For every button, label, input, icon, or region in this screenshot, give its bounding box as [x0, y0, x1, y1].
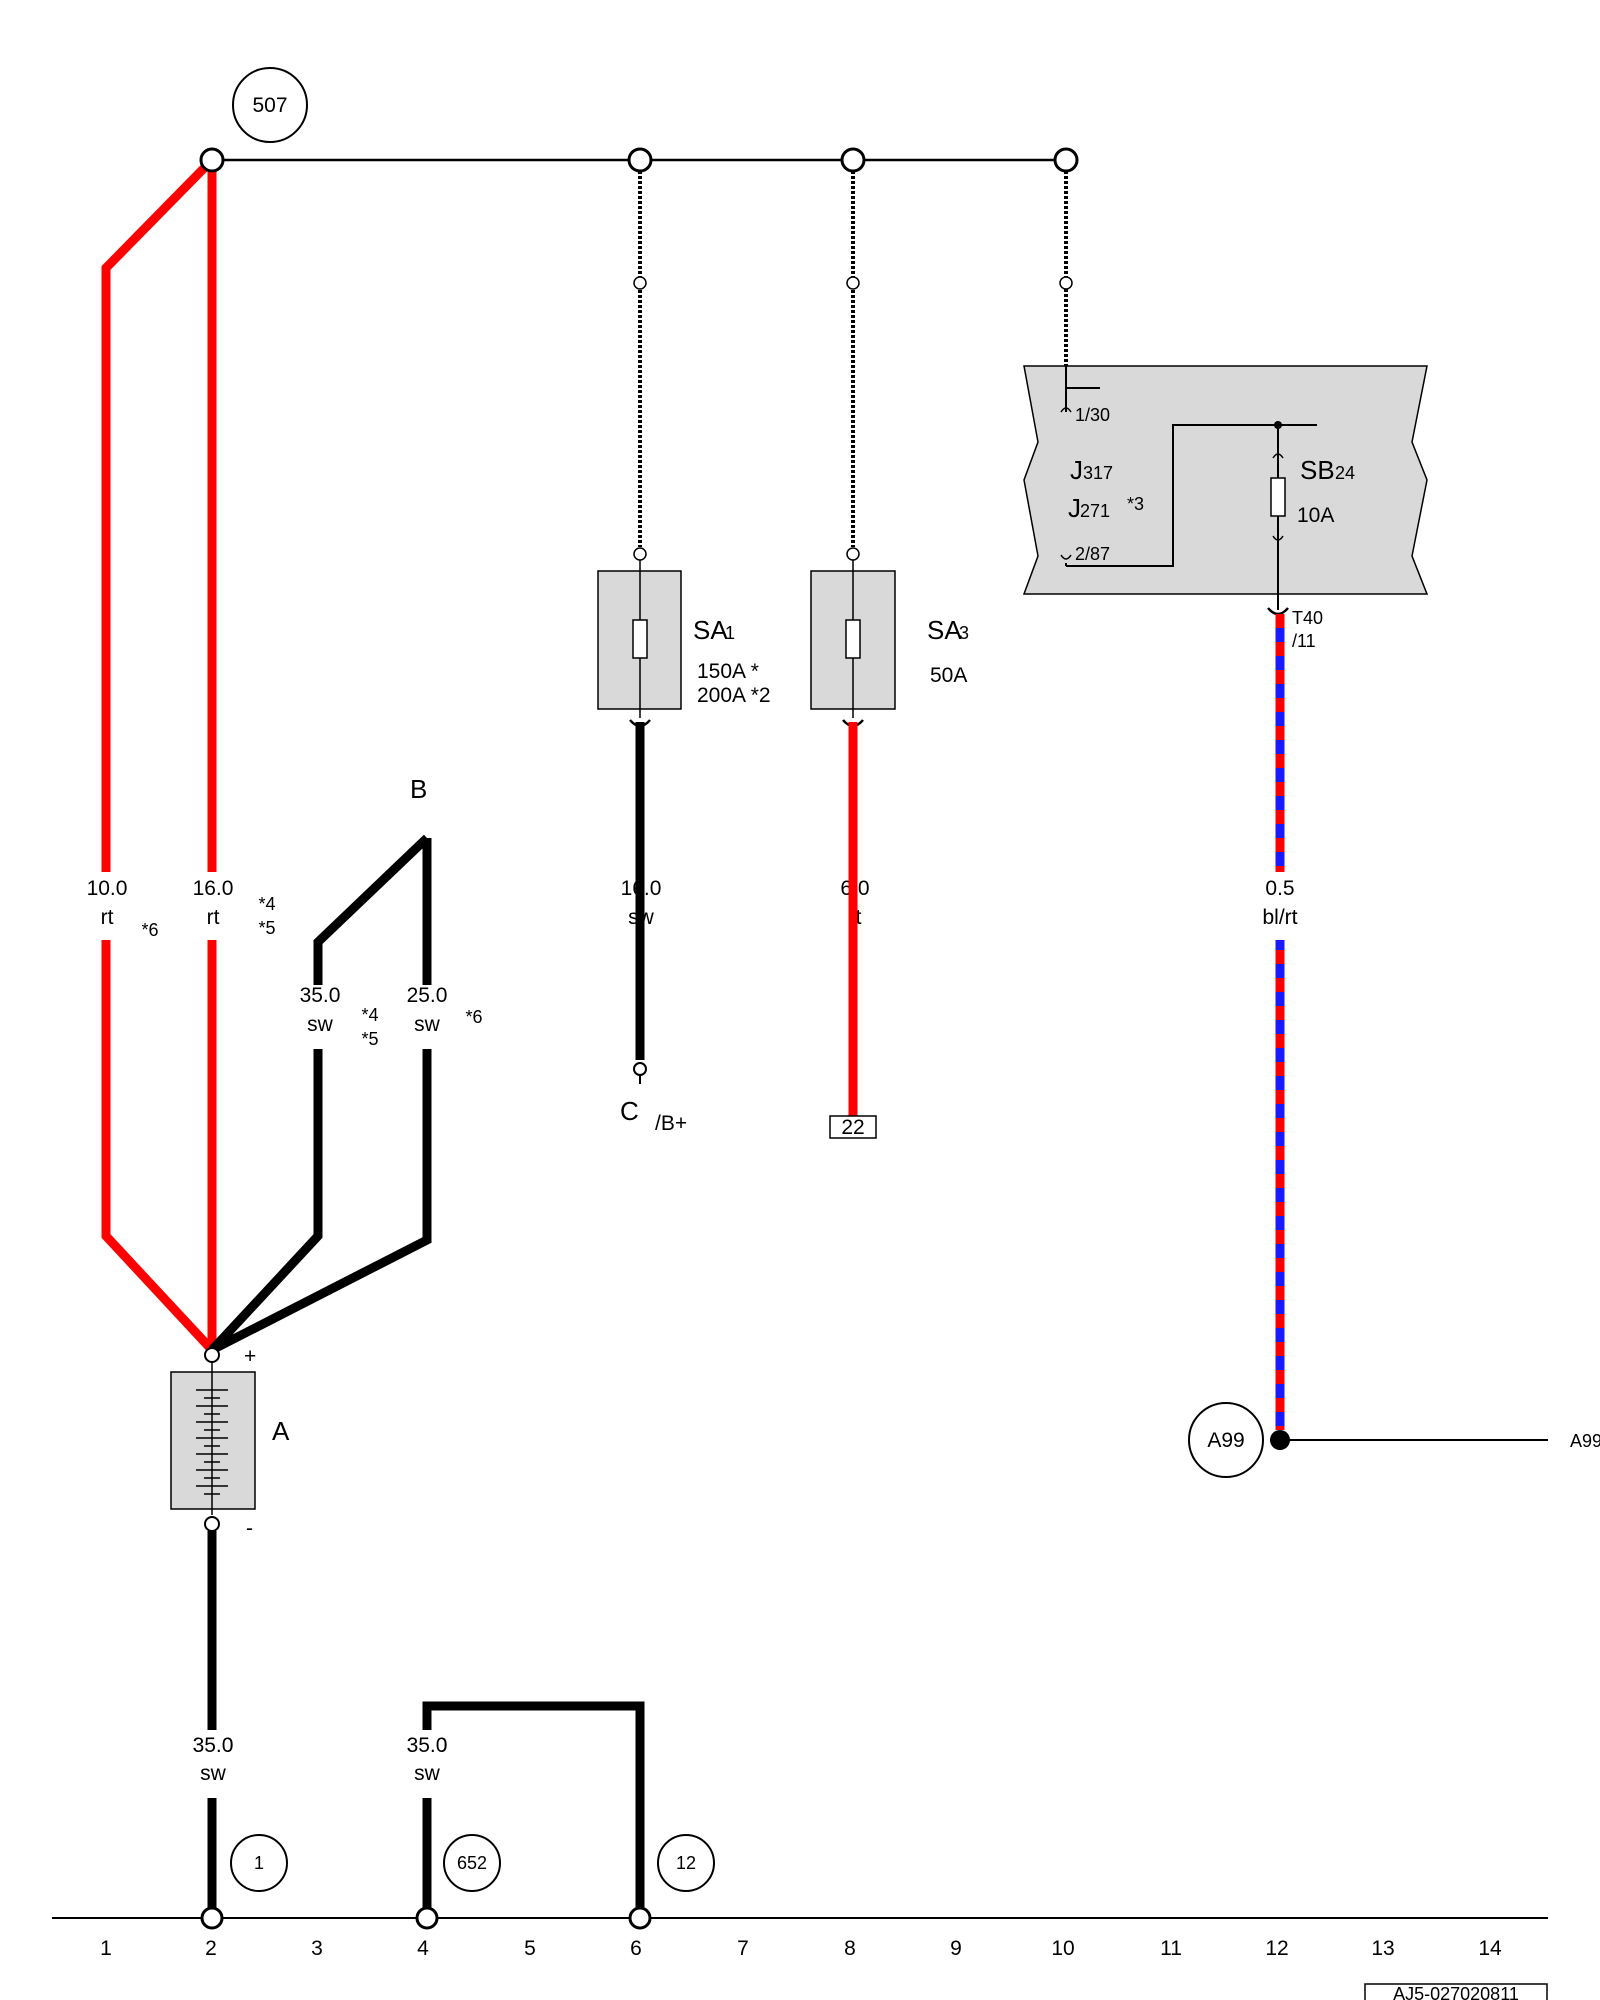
a99-label: A99 — [1207, 1429, 1244, 1452]
w8-size-top: 35.0 — [193, 1734, 234, 1757]
terminal-c-pin — [633, 1062, 647, 1076]
svg-text:5: 5 — [524, 1937, 536, 1960]
node-507-label: 507 — [252, 94, 287, 117]
w4-note: *6 — [465, 1007, 482, 1027]
sa3-fuse — [845, 619, 861, 659]
wire-25-sw-b — [209, 838, 432, 1355]
sa3-sub: 3 — [959, 623, 969, 643]
w1-size: 10.0 — [87, 877, 128, 900]
w1-note: *6 — [141, 920, 158, 940]
node-1-label: 1 — [254, 1853, 264, 1873]
relay-pin-top — [1059, 276, 1073, 290]
w2-note-b: *5 — [258, 918, 275, 938]
svg-text:6: 6 — [630, 1937, 642, 1960]
sa1-name: SA — [693, 615, 728, 645]
w3-note-a: *4 — [361, 1005, 378, 1025]
a99-right-label: A99 — [1570, 1431, 1600, 1451]
node-1-bubble — [230, 1834, 288, 1892]
j271-sub: 271 — [1080, 501, 1110, 521]
w1-color: rt — [101, 906, 114, 929]
relay-pin-30: 1/30 — [1075, 405, 1110, 425]
t40-label-b: /11 — [1292, 631, 1316, 651]
sa1-pin-top — [633, 276, 647, 290]
w3-note-b: *5 — [361, 1029, 378, 1049]
bus-junctions — [199, 147, 1079, 173]
relay-pin-87: 2/87 — [1075, 544, 1110, 564]
a99-bubble — [1188, 1402, 1264, 1478]
sa3-pin-in — [846, 547, 860, 561]
sa3-pin-top — [846, 276, 860, 290]
w2-note-a: *4 — [258, 894, 275, 914]
node-652-label: 652 — [457, 1853, 487, 1873]
wire-10-rt — [101, 156, 216, 1354]
j271-name: J — [1068, 493, 1081, 523]
j317-sub: 317 — [1083, 463, 1113, 483]
battery-plus-pin — [204, 1347, 220, 1363]
svg-text:12: 12 — [1265, 1937, 1288, 1960]
ruler: 1 2 3 4 5 6 7 8 9 10 11 12 13 14 — [100, 1937, 1502, 1960]
sb24-rating: 10A — [1297, 504, 1334, 527]
wire-labels: 10.0 rt *6 16.0 rt *4 *5 35.0 sw *4 *5 2… — [87, 877, 1298, 1785]
wire-35-sw-b — [208, 834, 431, 1354]
svg-text:10: 10 — [1051, 1937, 1074, 1960]
code-box — [1364, 1983, 1548, 2000]
sa1-sub: 1 — [725, 623, 735, 643]
connector-22-label: 22 — [841, 1116, 864, 1139]
svg-text:11: 11 — [1160, 1937, 1182, 1960]
w7-color-top: bl/rt — [1262, 906, 1297, 929]
svg-text:3: 3 — [311, 1937, 323, 1960]
ground-junctions — [200, 1906, 652, 1930]
sa3-rating: 50A — [930, 664, 967, 687]
w9-size-top: 35.0 — [407, 1734, 448, 1757]
svg-text:9: 9 — [950, 1937, 962, 1960]
node-12-label: 12 — [676, 1853, 696, 1873]
battery-label: A — [272, 1416, 290, 1446]
j317-name: J — [1070, 455, 1083, 485]
relay-box — [1022, 365, 1429, 595]
w9-color-top: sw — [414, 1762, 441, 1785]
battery-minus: - — [246, 1517, 253, 1540]
terminal-b-label: B — [410, 774, 427, 804]
battery-cells — [196, 1389, 228, 1495]
j271-note: *3 — [1127, 494, 1144, 514]
node-652-bubble — [443, 1834, 501, 1892]
sa1-rating-2: 200A *2 — [697, 684, 771, 707]
connector-22-box — [829, 1115, 877, 1139]
w4-size: 25.0 — [407, 984, 448, 1007]
w3-size: 35.0 — [300, 984, 341, 1007]
node-507-bubble — [232, 67, 308, 143]
diagram-code: AJ5-027020811 — [1393, 1984, 1519, 2000]
w8-color-top: sw — [200, 1762, 227, 1785]
wire-35-sw-ground-b — [422, 1701, 645, 1918]
w2-color: rt — [207, 906, 220, 929]
battery-plus: + — [244, 1345, 256, 1368]
sb24-fuse — [1270, 477, 1286, 517]
sa1-fuse — [632, 619, 648, 659]
t40-label-a: T40 — [1292, 608, 1323, 628]
sb24-name: SB — [1300, 455, 1335, 485]
w4-color: sw — [414, 1013, 441, 1036]
svg-text:13: 13 — [1371, 1937, 1394, 1960]
sa3-name: SA — [927, 615, 962, 645]
sb24-sub: 24 — [1335, 463, 1355, 483]
w3-color: sw — [307, 1013, 334, 1036]
w7-size-top: 0.5 — [1265, 877, 1294, 900]
terminal-c-sub: /B+ — [655, 1112, 687, 1135]
svg-text:7: 7 — [737, 1937, 749, 1960]
svg-text:1: 1 — [100, 1937, 112, 1960]
svg-text:14: 14 — [1478, 1937, 1502, 1960]
relay-internal-line — [1066, 424, 1317, 567]
w2-size: 16.0 — [193, 877, 234, 900]
battery-minus-pin — [204, 1516, 220, 1532]
label-gaps — [92, 872, 1295, 1798]
svg-text:4: 4 — [417, 1937, 429, 1960]
svg-text:8: 8 — [844, 1937, 856, 1960]
sa1-rating-1: 150A * — [697, 660, 759, 683]
node-12-bubble — [657, 1834, 715, 1892]
svg-text:2: 2 — [205, 1937, 217, 1960]
sa1-pin-in — [633, 547, 647, 561]
terminal-c-label: C — [620, 1096, 639, 1126]
battery-box — [170, 1371, 256, 1510]
